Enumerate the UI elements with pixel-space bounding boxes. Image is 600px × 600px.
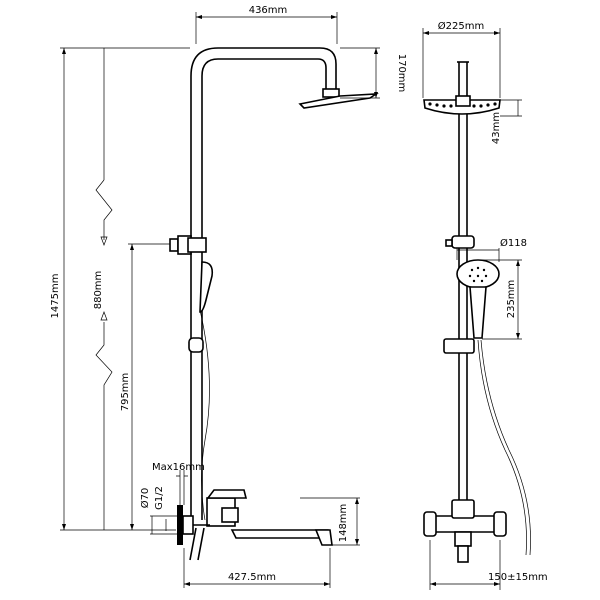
dim-spout-reach: 427.5mm (228, 572, 276, 583)
dim-total-height: 1475mm (50, 274, 61, 319)
dim-head-dia: Ø225mm (438, 20, 484, 32)
side-dimensions (60, 12, 380, 588)
dim-centers: 150±15mm (488, 572, 548, 583)
dim-head-drop: 170mm (396, 54, 407, 93)
dim-head-reach: 436mm (249, 5, 288, 16)
dim-head-thickness: 43mm (491, 112, 502, 144)
front-view (423, 61, 531, 563)
side-view (169, 47, 379, 561)
dim-flange-dia: Ø70 (139, 488, 151, 509)
dim-hand-dia: Ø118 (500, 237, 527, 249)
dim-hand-length: 235mm (506, 280, 517, 319)
dim-max-wall: Max16mm (152, 462, 205, 473)
dim-spout-height: 148mm (338, 504, 349, 543)
dim-thread: G1/2 (154, 486, 165, 510)
front-dimensions (422, 28, 522, 590)
dim-adjust-height: 880mm (93, 271, 104, 310)
dim-mixer-height: 795mm (120, 373, 131, 412)
